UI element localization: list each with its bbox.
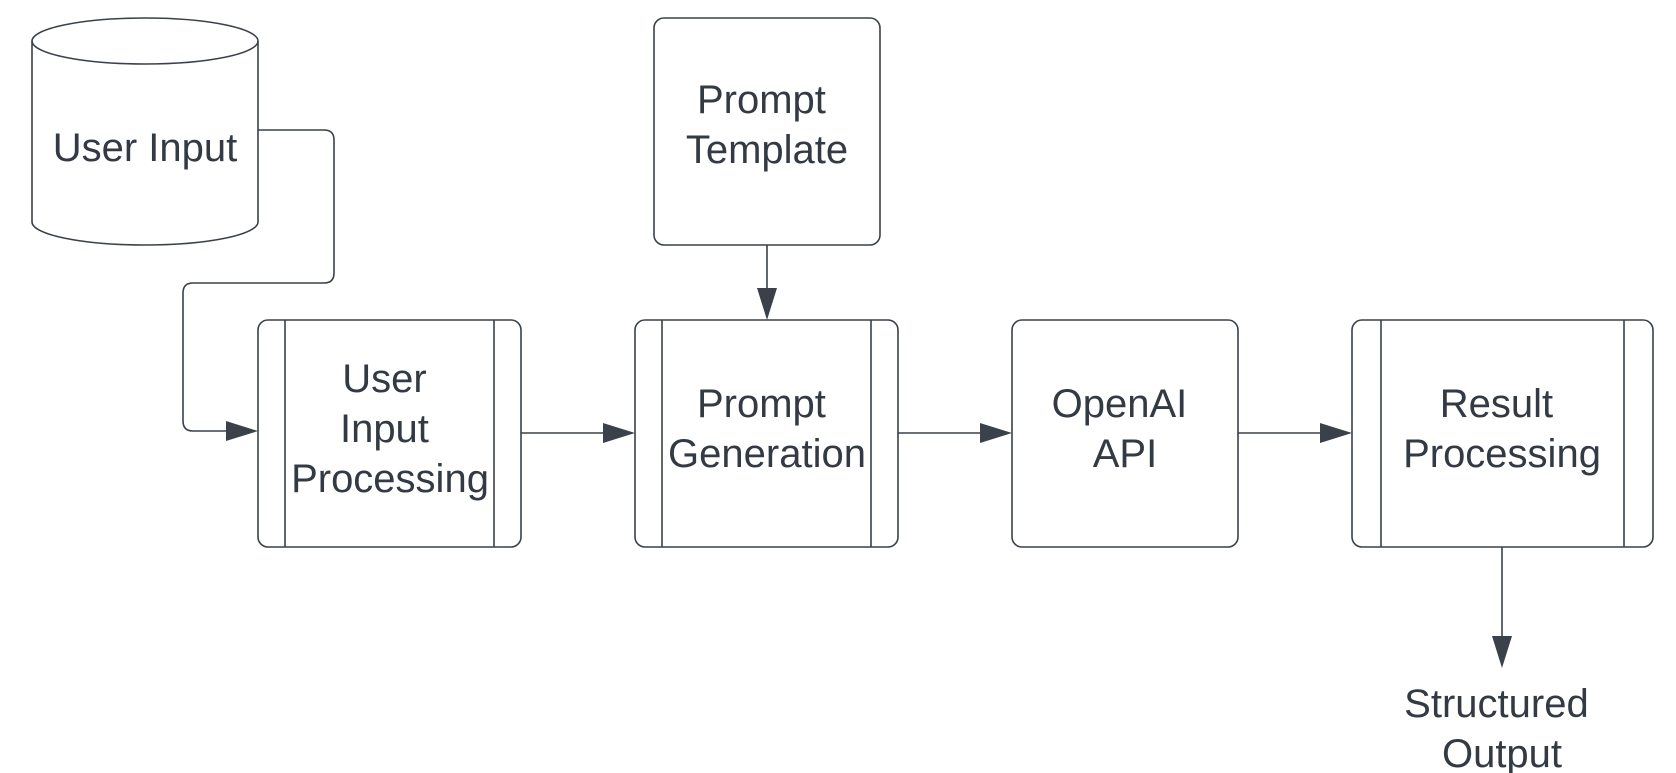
openai-api-node: OpenAI API <box>1011 319 1239 548</box>
prompt-generation-node: Prompt Generation <box>634 319 899 548</box>
openai-api-label: OpenAI API <box>1052 382 1199 476</box>
user-input-label: User Input <box>53 126 238 170</box>
prompt-template-label: Prompt Template <box>686 78 848 172</box>
user-input-processing-box <box>257 319 522 548</box>
user-input-node: User Input <box>31 17 259 246</box>
user-input-processing-node: User Input Processing <box>257 319 522 548</box>
result-processing-node: Result Processing <box>1351 319 1654 548</box>
openai-api-box <box>1011 319 1239 548</box>
arrowhead-result-left <box>1320 423 1352 443</box>
arrowhead-structured-output <box>1492 636 1512 668</box>
arrowhead-prompt-generation-left <box>603 423 635 443</box>
arrowhead-prompt-generation-top <box>757 288 777 320</box>
arrowhead-openai-left <box>980 423 1012 443</box>
edge-user-input-to-processing <box>182 129 335 432</box>
prompt-template-node: Prompt Template <box>653 17 881 246</box>
structured-output-node: Structured Output <box>1404 682 1600 773</box>
result-processing-label: Result Processing <box>1403 382 1601 476</box>
arrowhead-user-input-processing <box>226 421 258 441</box>
cylinder-top-rim <box>31 40 259 65</box>
structured-output-label: Structured Output <box>1404 682 1600 773</box>
prompt-template-box <box>653 17 881 246</box>
result-processing-box <box>1351 319 1654 548</box>
database-cylinder-icon <box>31 17 259 246</box>
prompt-generation-label: Prompt Generation <box>668 382 866 476</box>
prompt-generation-box <box>634 319 899 548</box>
user-input-processing-label: User Input Processing <box>291 357 489 501</box>
connectors <box>182 129 1512 668</box>
